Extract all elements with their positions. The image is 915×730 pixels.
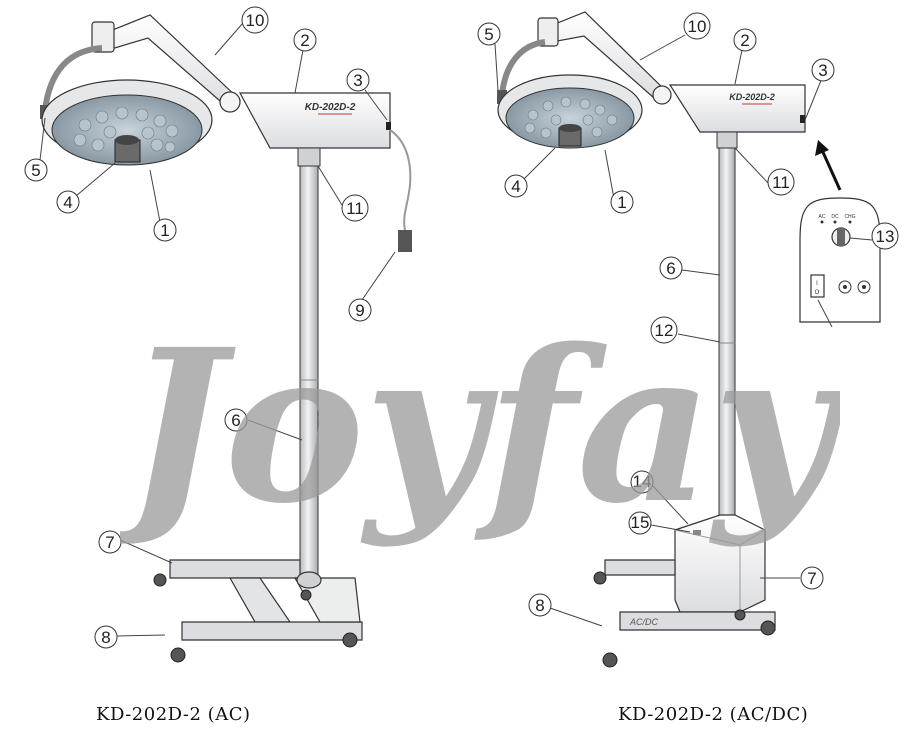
arm-joint-acdc bbox=[652, 85, 672, 105]
svg-text:4: 4 bbox=[63, 193, 72, 212]
panel-indicator-ac: AC bbox=[819, 214, 826, 220]
arm-cap-acdc bbox=[537, 17, 559, 47]
callout-15-acdc: 15 bbox=[628, 511, 652, 535]
callout-10-acdc: 10 bbox=[683, 12, 711, 40]
callout-4-ac: 4 bbox=[56, 190, 80, 214]
svg-text:8: 8 bbox=[535, 596, 544, 615]
battery-housing-acdc bbox=[674, 514, 766, 613]
panel-switch-off: O bbox=[815, 290, 820, 296]
callout-5-acdc: 5 bbox=[477, 22, 501, 46]
inset-arrow bbox=[820, 149, 842, 191]
pole-collar-acdc bbox=[716, 131, 738, 149]
callout-12-acdc: 12 bbox=[650, 316, 678, 344]
callout-2-ac: 2 bbox=[293, 28, 317, 52]
callout-10-ac: 10 bbox=[241, 6, 269, 34]
svg-text:11: 11 bbox=[772, 173, 790, 192]
callout-14-acdc: 14 bbox=[630, 470, 654, 494]
svg-text:15: 15 bbox=[631, 513, 650, 532]
svg-text:5: 5 bbox=[484, 25, 493, 44]
led-array-acdc bbox=[524, 96, 618, 139]
svg-text:10: 10 bbox=[688, 17, 707, 36]
callout-2-acdc: 2 bbox=[733, 28, 757, 52]
pole-collar-ac bbox=[297, 147, 321, 167]
callout-5-ac: 5 bbox=[24, 158, 48, 182]
svg-text:9: 9 bbox=[355, 301, 364, 320]
svg-text:1: 1 bbox=[160, 221, 169, 240]
callout-13-acdc: 13 bbox=[871, 222, 899, 250]
caption-ac-model: KD-202D-2 (AC) bbox=[96, 704, 251, 725]
callouts: 1 2 3 4 5 6 7 8 9 10 11 1 2 3 4 5 6 7 8 … bbox=[24, 6, 899, 649]
callout-9-ac: 9 bbox=[348, 298, 372, 322]
indicator-light-acdc bbox=[693, 530, 701, 535]
lamp-ac: KD-202D-2 bbox=[40, 14, 412, 663]
svg-text:2: 2 bbox=[300, 31, 309, 50]
svg-text:11: 11 bbox=[346, 199, 364, 218]
svg-text:5: 5 bbox=[31, 161, 40, 180]
svg-text:12: 12 bbox=[655, 321, 674, 340]
control-box-label-acdc: KD-202D-2 bbox=[729, 92, 775, 102]
panel-power-switch bbox=[810, 274, 825, 298]
caster-wheels-acdc bbox=[593, 571, 776, 668]
pole-ac bbox=[299, 165, 319, 579]
callout-11-acdc: 11 bbox=[767, 168, 795, 196]
callout-7-acdc: 7 bbox=[800, 566, 824, 590]
callout-8-acdc: 8 bbox=[528, 593, 552, 617]
svg-text:3: 3 bbox=[353, 71, 362, 90]
callout-6-acdc: 6 bbox=[659, 256, 683, 280]
inset-control-panel: AC DC CHG I O bbox=[799, 197, 881, 323]
arm-joint-ac bbox=[219, 91, 241, 113]
yoke-knob-acdc bbox=[497, 90, 507, 104]
lamp-head-face-ac bbox=[51, 94, 203, 166]
svg-text:6: 6 bbox=[666, 259, 675, 278]
caster-wheels-ac bbox=[153, 573, 358, 663]
base-label-acdc: AC/DC bbox=[629, 617, 659, 627]
svg-text:1: 1 bbox=[617, 193, 626, 212]
callout-8-ac: 8 bbox=[94, 625, 118, 649]
callout-6-ac: 6 bbox=[224, 408, 248, 432]
yoke-ac bbox=[42, 45, 103, 111]
svg-text:13: 13 bbox=[876, 227, 895, 246]
svg-text:7: 7 bbox=[105, 533, 114, 552]
callout-3-ac: 3 bbox=[346, 68, 370, 92]
arm-cap-ac bbox=[91, 21, 115, 53]
svg-text:3: 3 bbox=[818, 61, 827, 80]
panel-switch-on: I bbox=[816, 281, 818, 287]
callout-4-acdc: 4 bbox=[504, 174, 528, 198]
callout-7-ac: 7 bbox=[98, 530, 122, 554]
svg-text:8: 8 bbox=[101, 628, 110, 647]
control-box-label-ac: KD-202D-2 bbox=[305, 102, 356, 113]
callout-1-acdc: 1 bbox=[610, 190, 634, 214]
callout-3-acdc: 3 bbox=[811, 58, 835, 82]
caption-acdc-model: KD-202D-2 (AC/DC) bbox=[618, 704, 809, 725]
panel-indicator-dc: DC bbox=[831, 214, 839, 220]
base-ac bbox=[169, 559, 363, 641]
control-box-acdc bbox=[668, 84, 806, 133]
svg-text:10: 10 bbox=[246, 11, 265, 30]
pole-acdc bbox=[718, 147, 736, 524]
svg-text:14: 14 bbox=[633, 472, 652, 491]
power-plug-ac bbox=[398, 230, 412, 252]
lamp-acdc: KD-202D-2 AC/DC AC DC CHG bbox=[497, 11, 881, 668]
control-box-ac bbox=[238, 92, 391, 149]
svg-text:4: 4 bbox=[511, 177, 520, 196]
panel-indicator-chg: CHG bbox=[844, 214, 855, 220]
leader-lines bbox=[39, 22, 873, 637]
callout-11-ac: 11 bbox=[341, 194, 369, 222]
callout-1-ac: 1 bbox=[153, 218, 177, 242]
svg-text:7: 7 bbox=[807, 569, 816, 588]
led-array-ac bbox=[73, 106, 179, 153]
svg-text:6: 6 bbox=[231, 411, 240, 430]
power-cord-ac bbox=[389, 129, 412, 231]
yoke-acdc bbox=[499, 39, 546, 96]
svg-text:2: 2 bbox=[740, 31, 749, 50]
